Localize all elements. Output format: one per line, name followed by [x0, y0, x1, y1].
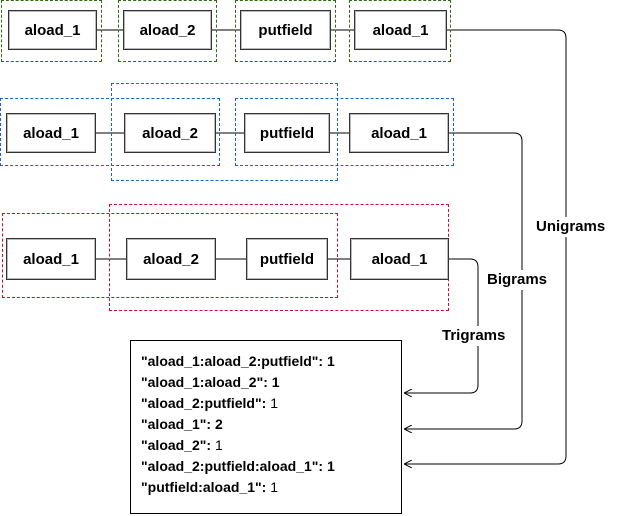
unigram-arrow [405, 29, 567, 464]
opcode-box: putfield [246, 238, 328, 280]
count-line: "aload_2:putfield:aload_1": 1 [141, 456, 401, 477]
count-sep: : [318, 458, 327, 474]
count-key: "aload_2:putfield" [141, 395, 262, 411]
count-key: "aload_1:aload_2" [141, 374, 264, 390]
opcode-box: aload_1 [350, 238, 449, 280]
opcode-box: aload_2 [123, 10, 212, 50]
count-value: 1 [214, 437, 223, 453]
opcode-box: aload_2 [126, 238, 216, 280]
ngram-counts-box: "aload_1:aload_2:putfield": 1 "aload_1:a… [130, 340, 402, 514]
count-line: "putfield:aload_1": 1 [141, 477, 401, 498]
count-key: "aload_1" [141, 416, 207, 432]
count-key: "putfield:aload_1" [141, 479, 262, 495]
count-value: 1 [270, 395, 278, 411]
opcode-box: aload_2 [124, 113, 216, 153]
trigrams-label: Trigrams [442, 326, 506, 346]
count-line: "aload_2:putfield": 1 [141, 393, 401, 414]
count-value: 1 [326, 458, 335, 474]
count-line: "aload_1": 2 [141, 414, 401, 435]
count-line: "aload_1:aload_2": 1 [141, 372, 401, 393]
count-line: "aload_1:aload_2:putfield": 1 [141, 351, 401, 372]
opcode-box: aload_1 [6, 238, 96, 280]
count-sep: : [261, 395, 271, 411]
count-sep: : [261, 479, 271, 495]
count-value: 1 [270, 479, 278, 495]
opcode-box: aload_1 [349, 113, 449, 153]
count-value: 1 [326, 353, 335, 369]
opcode-box: aload_1 [8, 10, 97, 50]
count-key: "aload_1:aload_2:putfield" [141, 353, 319, 369]
count-sep: : [206, 416, 215, 432]
count-value: 1 [271, 374, 280, 390]
bigrams-label: Bigrams [487, 270, 548, 290]
opcode-box: putfield [240, 10, 331, 50]
opcode-box: putfield [244, 113, 330, 153]
count-sep: : [206, 437, 215, 453]
unigrams-label: Unigrams [536, 217, 606, 237]
count-sep: : [318, 353, 327, 369]
count-key: "aload_2" [141, 437, 207, 453]
opcode-box: aload_1 [354, 10, 447, 50]
count-value: 2 [214, 416, 223, 432]
count-line: "aload_2": 1 [141, 435, 401, 456]
count-sep: : [263, 374, 272, 390]
opcode-box: aload_1 [6, 113, 96, 153]
count-key: "aload_2:putfield:aload_1" [141, 458, 319, 474]
